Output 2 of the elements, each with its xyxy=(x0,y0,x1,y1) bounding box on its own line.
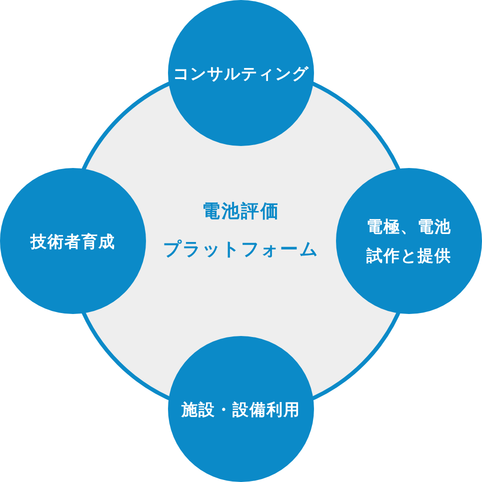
service-circle: 技術者育成 xyxy=(0,168,146,314)
service-circle: コンサルティング xyxy=(168,0,314,146)
